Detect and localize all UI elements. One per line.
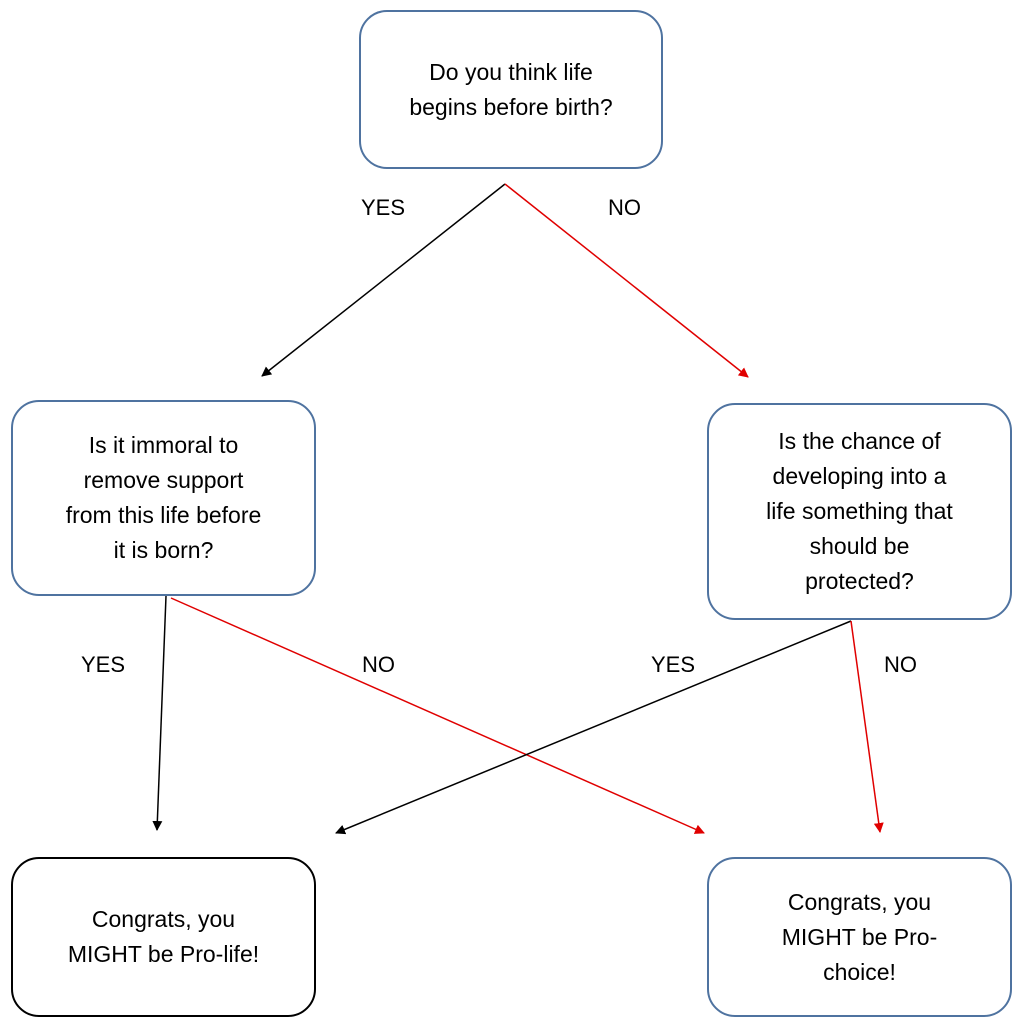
question-chance-protected: Is the chance of developing into a life … <box>707 403 1012 620</box>
label-right-no: NO <box>884 652 917 677</box>
question-life-before-birth: Do you think life begins before birth? <box>359 10 663 169</box>
arrow-top-no <box>504 183 749 378</box>
label-left-yes: YES <box>81 652 126 677</box>
label-top-yes: YES <box>361 195 406 220</box>
arrow-left-no <box>170 597 705 834</box>
question-chance-protected-text: Is the chance of developing into a life … <box>766 428 953 594</box>
question-immoral-remove-support-text: Is it immoral to remove support from thi… <box>65 432 262 563</box>
result-pro-choice-text: Congrats, you MIGHT be Pro- choice! <box>781 888 938 985</box>
arrow-right-no <box>850 620 884 833</box>
result-pro-life: Congrats, you MIGHT be Pro-life! <box>11 857 316 1017</box>
result-pro-life-text: Congrats, you MIGHT be Pro-life! <box>67 906 260 967</box>
arrow-left-yes <box>152 595 167 831</box>
label-top-no: NO <box>608 195 641 220</box>
arrow-right-yes <box>335 620 852 835</box>
question-life-before-birth-text: Do you think life begins before birth? <box>409 58 613 120</box>
arrow-top-yes <box>261 183 506 377</box>
label-left-no: NO <box>362 652 395 677</box>
question-immoral-remove-support: Is it immoral to remove support from thi… <box>11 400 316 596</box>
label-right-yes: YES <box>651 652 696 677</box>
result-pro-choice: Congrats, you MIGHT be Pro- choice! <box>707 857 1012 1017</box>
